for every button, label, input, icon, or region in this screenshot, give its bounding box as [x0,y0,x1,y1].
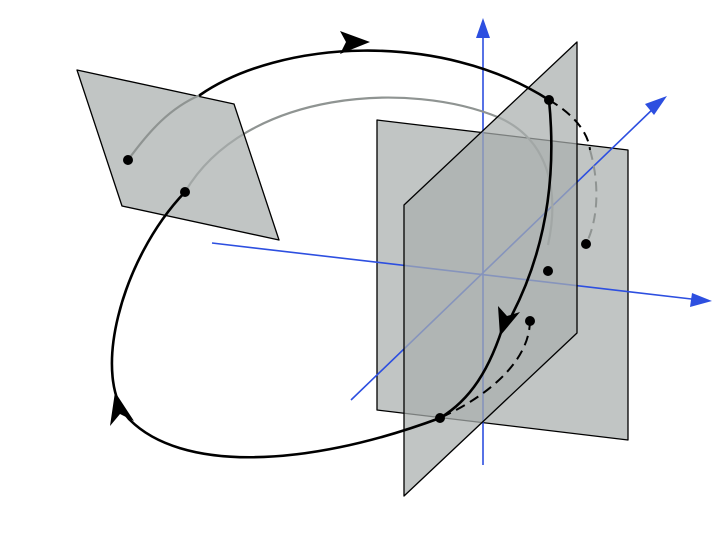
vertical-axis-arrowhead [476,18,490,38]
point-right-3 [525,316,535,326]
flow-arrow-left [110,392,134,426]
horizontal-axis-arrowhead [690,293,712,307]
point-right-1 [581,239,591,249]
point-section-1 [123,155,133,165]
outer-orbit-top [198,49,551,102]
outer-orbit-left-loop [110,190,442,459]
orbit-bottom-segment [438,318,507,420]
flow-arrow-top [340,31,370,54]
dashed-lower-arc [439,319,531,419]
point-top-right [544,95,554,105]
point-section-2 [180,187,190,197]
point-right-2 [543,266,553,276]
depth-axis-arrowhead [645,96,667,115]
orbit-hidden-dashed-arc [585,149,598,245]
section-plane [76,69,280,241]
orbit-descent [510,98,553,317]
orbit-on-section-plane [127,93,201,161]
front-vertical-plane [403,41,578,497]
dashed-upper-arc [548,99,591,151]
point-bottom [435,413,445,423]
intersection-points [123,95,591,423]
